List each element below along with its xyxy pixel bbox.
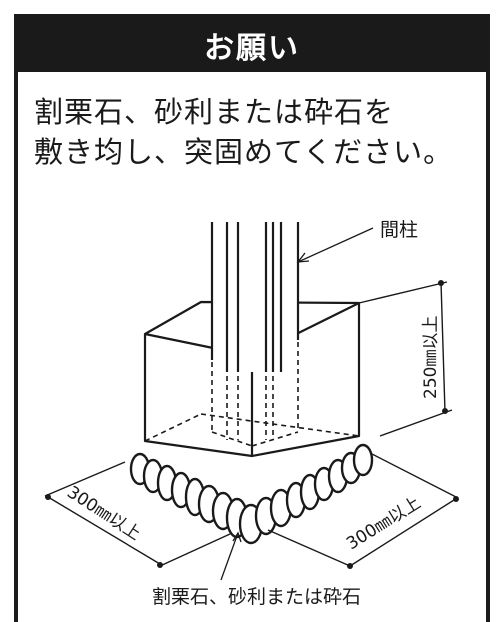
instruction-text: 割栗石、砂利または砕石を 敷き均し、突固めてください。	[34, 92, 474, 172]
gravel-label: 割栗石、砂利または砕石	[152, 586, 361, 608]
height-dimension-label: 250㎜以上	[421, 316, 441, 399]
post-label: 間柱	[380, 219, 418, 241]
post-column	[210, 222, 300, 447]
notice-frame: お願い	[14, 14, 490, 622]
dimension-endpoints	[45, 280, 459, 569]
instruction-line-1: 割栗石、砂利または砕石を	[34, 95, 395, 129]
hidden-back-left-edge	[144, 413, 202, 442]
notice-header: お願い	[18, 18, 486, 72]
instruction-line-2: 敷き均し、突固めてください。	[34, 135, 454, 169]
gravel-leader-arrow	[232, 531, 242, 543]
gravel-leader-line	[220, 532, 239, 581]
post-leader-line	[297, 227, 374, 263]
notice-title: お願い	[204, 31, 300, 66]
post-leader-arrow	[296, 252, 310, 263]
dimension-lines	[44, 281, 459, 567]
gravel-stones	[129, 443, 374, 545]
